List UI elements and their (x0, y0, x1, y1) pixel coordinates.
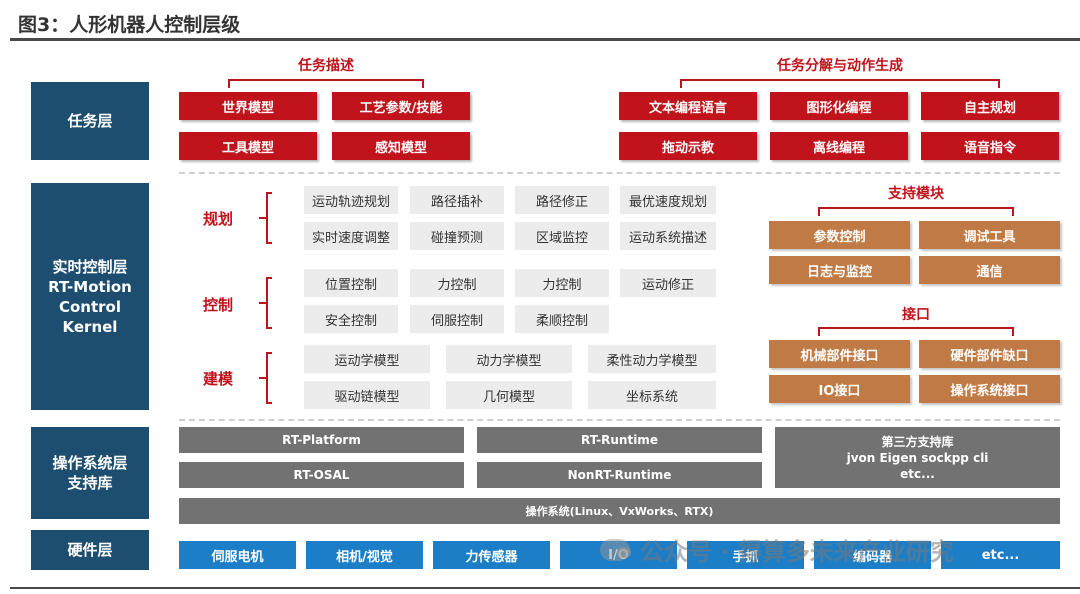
support-item: 通信 (919, 256, 1060, 284)
category-control: 控制 (203, 296, 234, 314)
task-item: 语音指令 (921, 132, 1059, 160)
hardware-item: 手抓 (687, 541, 804, 569)
modeling-item: 几何模型 (446, 381, 572, 409)
task-item: 感知模型 (332, 132, 470, 160)
watermark-text: 公众号 · 得算多未来产业研究 (640, 538, 954, 566)
category-modeling: 建模 (203, 370, 234, 388)
hardware-item: etc... (941, 541, 1060, 569)
task-item: 文本编程语言 (619, 92, 757, 120)
hardware-item: 力传感器 (433, 541, 550, 569)
control-item: 运动修正 (620, 269, 716, 297)
modeling-bracket (266, 352, 268, 404)
planning-item: 区域监控 (515, 222, 609, 250)
bottom-divider (10, 587, 1080, 589)
interface-item: IO接口 (769, 375, 910, 403)
hardware-item: 编码器 (814, 541, 931, 569)
dashed-separator (179, 419, 1060, 421)
task-decomposition-heading: 任务分解与动作生成 (777, 58, 903, 74)
support-modules-bracket (818, 207, 1014, 209)
os-item: RT-Platform (179, 427, 464, 453)
figure-title: 图3：人形机器人控制层级 (18, 14, 241, 36)
layer-os: 操作系统层 支持库 (31, 427, 149, 519)
os-bar: 操作系统(Linux、VxWorks、RTX) (179, 498, 1060, 524)
interface-item: 机械部件接口 (769, 340, 910, 368)
control-item: 位置控制 (304, 269, 398, 297)
modeling-item: 柔性动力学模型 (588, 345, 716, 373)
task-description-heading: 任务描述 (298, 58, 354, 74)
os-item: RT-OSAL (179, 462, 464, 488)
control-item: 伺服控制 (410, 305, 504, 333)
third-party-libraries: 第三方支持库 jvon Eigen sockpp cli etc... (775, 427, 1060, 488)
hardware-item: 伺服电机 (179, 541, 296, 569)
support-item: 日志与监控 (769, 256, 910, 284)
planning-item: 路径修正 (515, 186, 609, 214)
task-item: 离线编程 (770, 132, 908, 160)
layer-realtime-control-label: 实时控制层 RT-Motion Control Kernel (48, 257, 132, 336)
control-item: 力控制 (515, 269, 609, 297)
task-item: 工艺参数/技能 (332, 92, 470, 120)
watermark: 公众号 · 得算多未来产业研究 (600, 532, 954, 567)
layer-hardware-label: 硬件层 (67, 541, 113, 559)
control-item: 力控制 (410, 269, 504, 297)
planning-item: 运动系统描述 (620, 222, 716, 250)
hardware-item: 相机/视觉 (306, 541, 423, 569)
planning-bracket (266, 192, 268, 244)
task-item: 图形化编程 (770, 92, 908, 120)
modeling-item: 动力学模型 (446, 345, 572, 373)
control-bracket (266, 277, 268, 329)
os-item: RT-Runtime (477, 427, 762, 453)
planning-item: 运动轨迹规划 (304, 186, 398, 214)
category-planning: 规划 (203, 210, 234, 228)
os-item: NonRT-Runtime (477, 462, 762, 488)
layer-realtime-control: 实时控制层 RT-Motion Control Kernel (31, 183, 149, 410)
modeling-item: 驱动链模型 (304, 381, 430, 409)
third-party-etc: etc... (900, 466, 935, 481)
task-item: 工具模型 (179, 132, 317, 160)
task-item: 自主规划 (921, 92, 1059, 120)
planning-item: 最优速度规划 (620, 186, 716, 214)
interface-heading: 接口 (902, 307, 930, 323)
dashed-separator (179, 172, 1060, 174)
layer-hardware: 硬件层 (31, 530, 149, 570)
layer-task: 任务层 (31, 82, 149, 160)
control-item: 安全控制 (304, 305, 398, 333)
wechat-icon (600, 538, 631, 561)
support-item: 调试工具 (919, 221, 1060, 249)
task-decomposition-bracket (680, 79, 1000, 81)
planning-item: 实时速度调整 (304, 222, 398, 250)
task-item: 拖动示教 (619, 132, 757, 160)
planning-item: 碰撞预测 (410, 222, 504, 250)
task-description-bracket (228, 79, 424, 81)
modeling-item: 坐标系统 (588, 381, 716, 409)
modeling-item: 运动学模型 (304, 345, 430, 373)
interface-bracket (818, 327, 1014, 329)
layer-os-label: 操作系统层 支持库 (52, 454, 128, 492)
support-modules-heading: 支持模块 (888, 186, 944, 202)
third-party-libs: jvon Eigen sockpp cli (846, 450, 989, 465)
support-item: 参数控制 (769, 221, 910, 249)
task-item: 世界模型 (179, 92, 317, 120)
control-item: 柔顺控制 (515, 305, 609, 333)
title-divider (10, 38, 1080, 41)
interface-item: 操作系统接口 (919, 375, 1060, 403)
interface-item: 硬件部件缺口 (919, 340, 1060, 368)
third-party-title: 第三方支持库 (881, 434, 954, 449)
layer-task-label: 任务层 (67, 112, 113, 130)
planning-item: 路径插补 (410, 186, 504, 214)
